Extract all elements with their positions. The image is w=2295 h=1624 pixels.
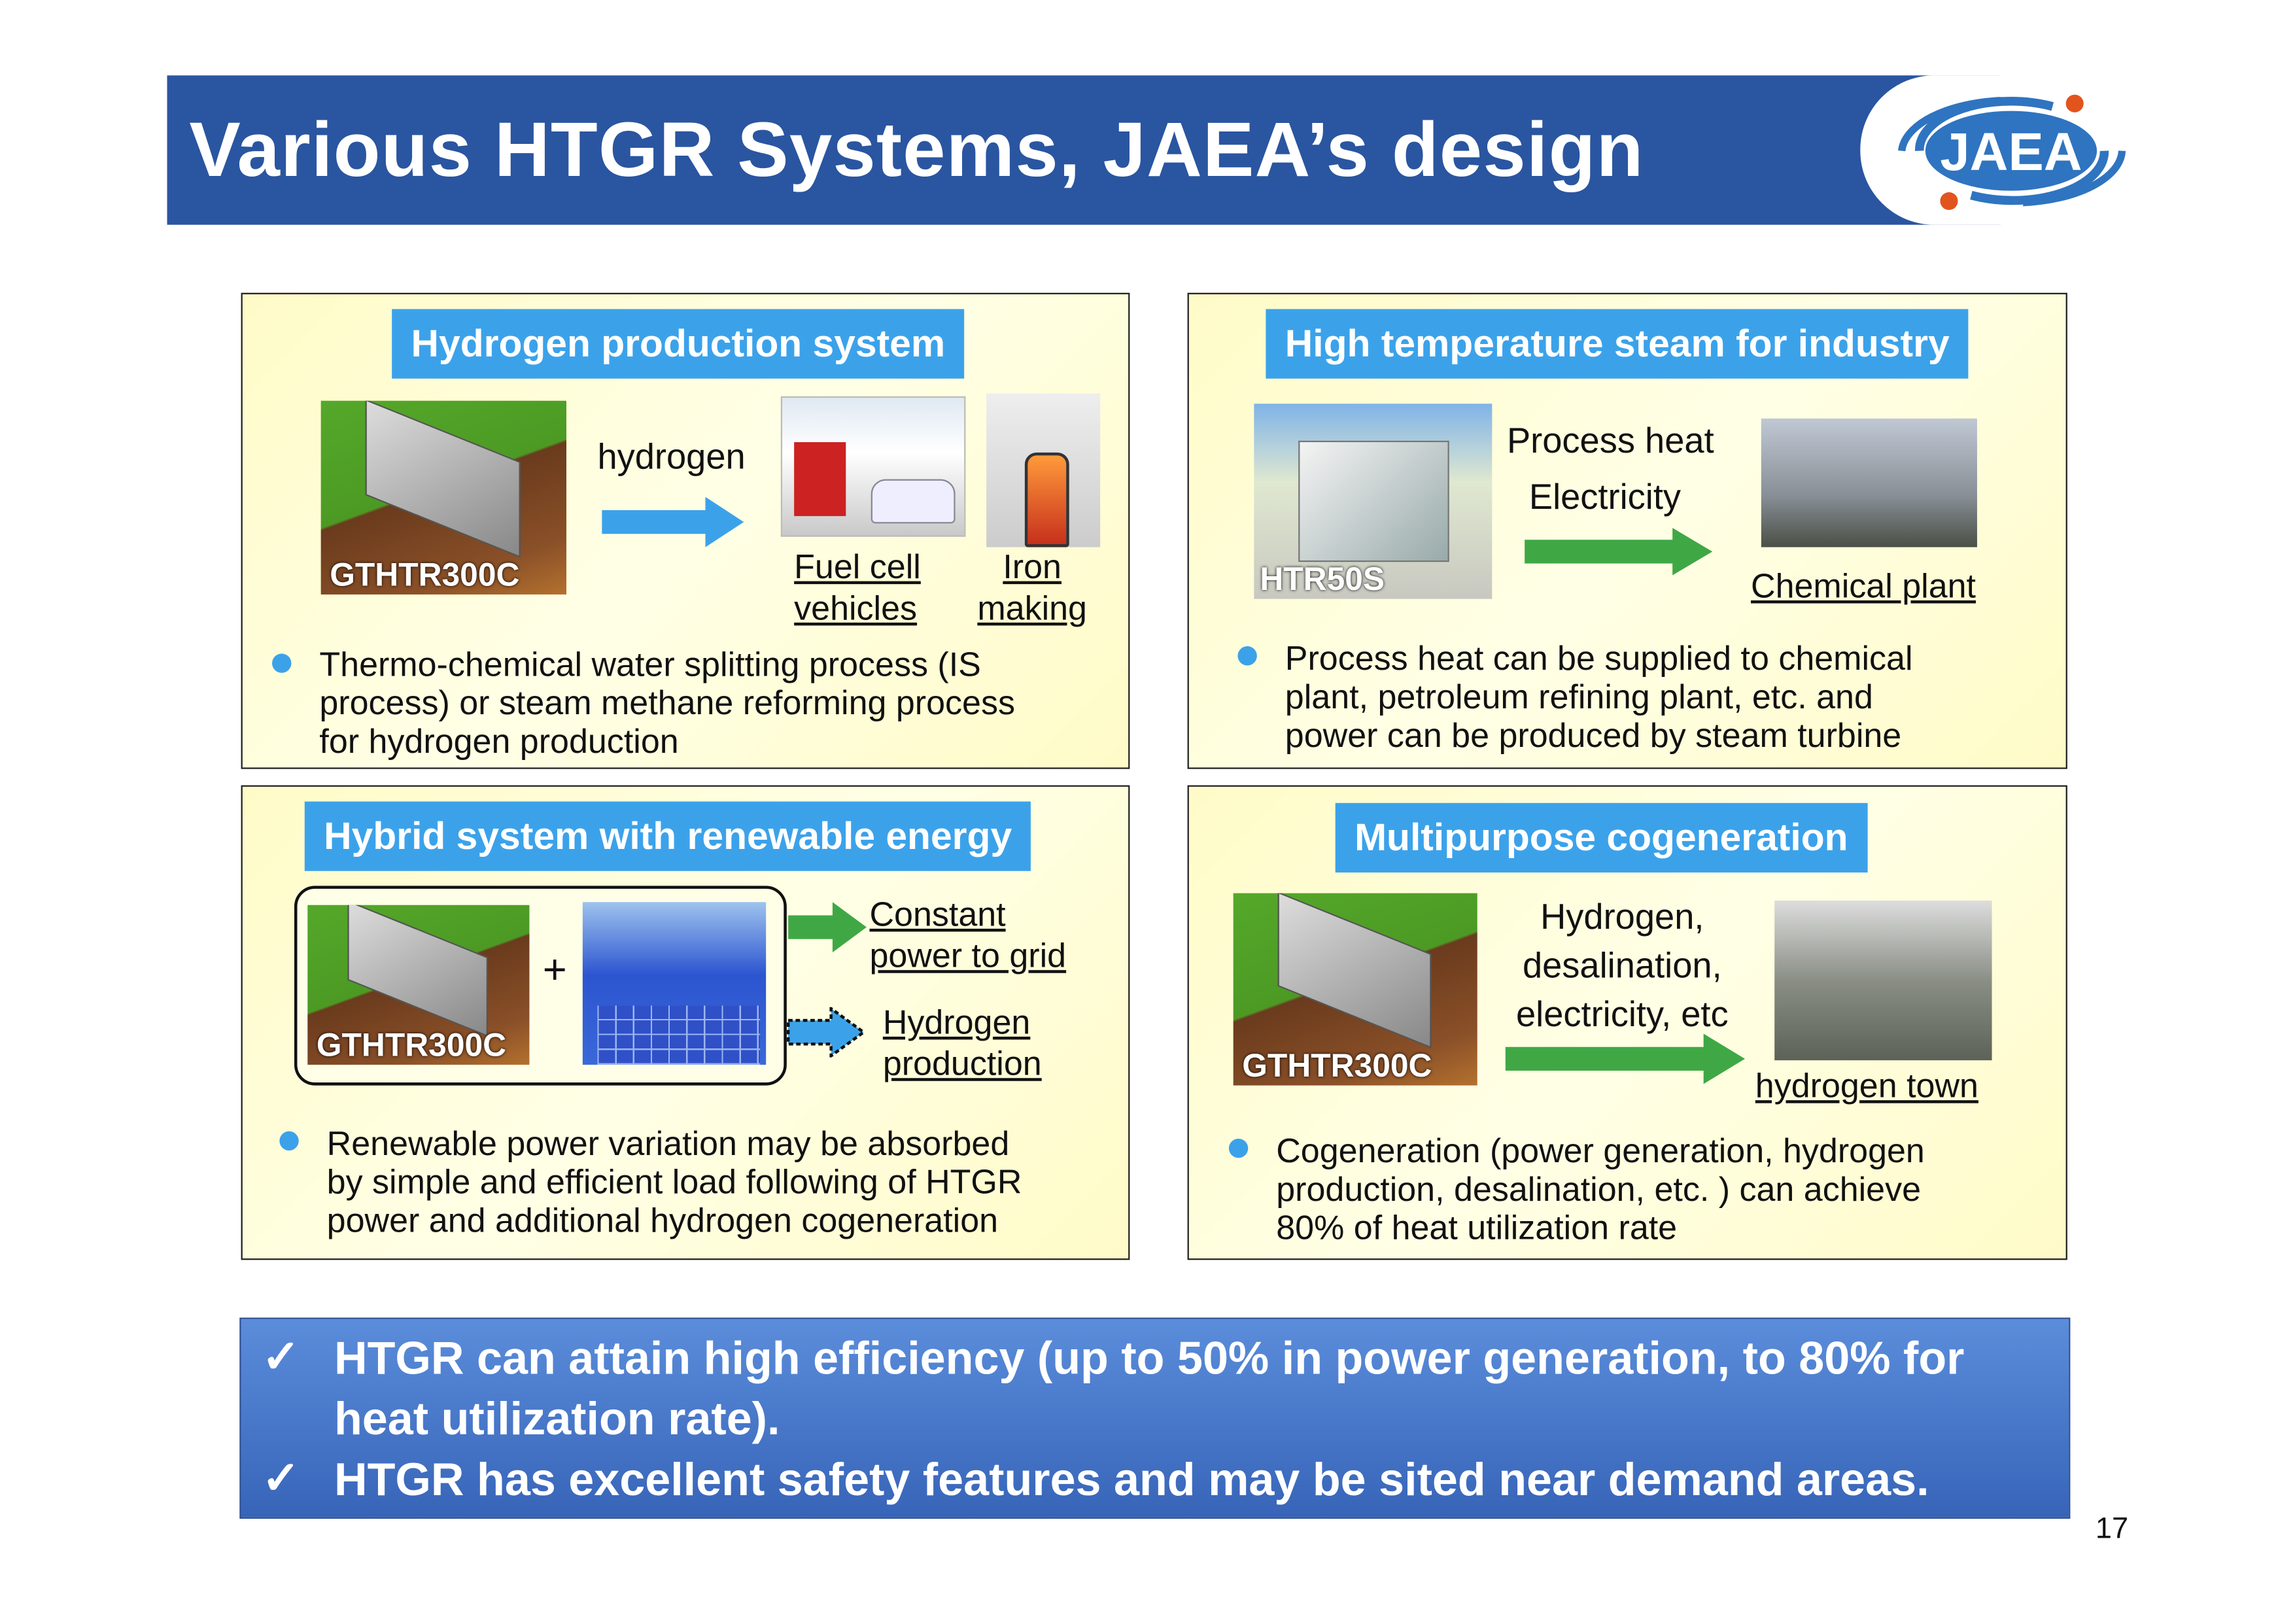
arrow-label: Electricity: [1528, 477, 1682, 518]
check-icon: ✓: [262, 1330, 300, 1383]
panel-label: Multipurpose cogeneration: [1335, 803, 1867, 872]
gthtr300c-image: GTHTR300C: [320, 400, 566, 595]
iron-making-image: [986, 393, 1101, 547]
bullet-text: Renewable power variation may be absorbe…: [326, 1124, 1022, 1239]
gthtr300c-image: GTHTR300C: [307, 905, 530, 1065]
page-number: 17: [2095, 1513, 2129, 1546]
reactor-caption: GTHTR300C: [330, 556, 520, 593]
hydrogen-town-image: [1774, 900, 1992, 1061]
summary-line: heat utilization rate).: [334, 1392, 780, 1445]
green-arrow-icon: [788, 902, 867, 953]
chemical-plant-link[interactable]: Chemical plant: [1751, 566, 1976, 605]
check-icon: ✓: [262, 1452, 300, 1504]
arrow-label: Process heat: [1506, 421, 1714, 462]
chemical-plant-image: [1761, 418, 1977, 547]
reactor-caption: GTHTR300C: [316, 1026, 507, 1063]
htr50s-image: HTR50S: [1254, 404, 1493, 599]
arrow-label: Hydrogen,desalination,electricity, etc: [1515, 897, 1729, 1035]
green-arrow-icon: [1525, 528, 1713, 576]
reactor-caption: GTHTR300C: [1242, 1046, 1432, 1084]
fuel-cell-vehicle-image: [780, 396, 966, 537]
hydrogen-town-link[interactable]: hydrogen town: [1755, 1066, 1978, 1105]
panel-label: High temperature steam for industry: [1266, 309, 1969, 379]
dashed-blue-arrow-icon: [786, 1007, 867, 1058]
bullet-icon: [1237, 646, 1257, 666]
panel-label: Hybrid system with renewable energy: [304, 801, 1031, 871]
gthtr300c-image: GTHTR300C: [1233, 893, 1477, 1086]
bullet-icon: [272, 653, 292, 673]
title-bar: [167, 75, 2001, 225]
summary-line: HTGR can attain high efficiency (up to 5…: [334, 1332, 1965, 1385]
plus-sign: +: [542, 946, 567, 993]
slide-title: Various HTGR Systems, JAEA’s design: [189, 108, 1644, 194]
bullet-icon: [279, 1131, 299, 1151]
summary-box: ✓ HTGR can attain high efficiency (up to…: [239, 1317, 2071, 1519]
bullet-text: Process heat can be supplied to chemical…: [1285, 638, 1913, 755]
renewable-energy-image: [582, 902, 767, 1065]
blue-arrow-icon: [602, 496, 744, 547]
reactor-caption: HTR50S: [1260, 560, 1385, 598]
panel-label: Hydrogen production system: [392, 309, 965, 379]
arrow-label: hydrogen: [597, 438, 746, 478]
bullet-text: Thermo-chemical water splitting process …: [319, 644, 1015, 761]
svg-text:JAEA: JAEA: [1940, 122, 2082, 182]
bullet-icon: [1228, 1138, 1249, 1158]
jaea-logo: JAEA: [1898, 94, 2126, 211]
bullet-text: Cogeneration (power generation, hydrogen…: [1276, 1131, 1925, 1247]
summary-line: HTGR has excellent safety features and m…: [334, 1453, 1929, 1506]
green-arrow-icon: [1505, 1033, 1745, 1084]
